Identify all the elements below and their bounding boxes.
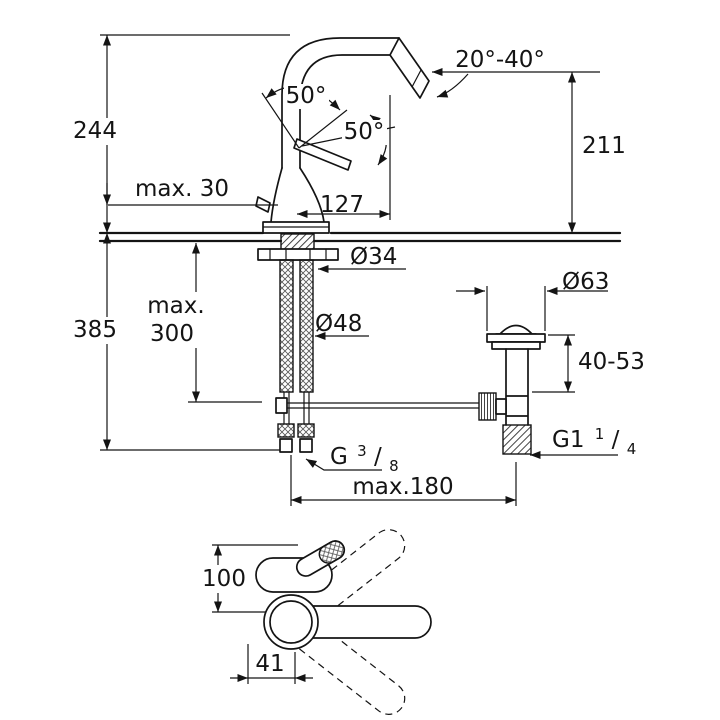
label-thread-g114: G1 1 / 4 bbox=[552, 419, 636, 458]
spout-aerator bbox=[389, 37, 430, 99]
label-244: 244 bbox=[73, 118, 117, 144]
label-100: 100 bbox=[202, 566, 246, 592]
label-41: 41 bbox=[255, 651, 284, 677]
label-max300-line2: 300 bbox=[150, 321, 194, 347]
label-max300-line1: max. bbox=[147, 293, 204, 319]
label-385: 385 bbox=[73, 317, 117, 343]
faucet-underdeck bbox=[257, 233, 479, 453]
lever-handle bbox=[293, 138, 352, 171]
dimension-labels: 244 20°-40° 50° 50° 211 max. 30 127 Ø34 … bbox=[73, 47, 645, 677]
waste-thread bbox=[502, 424, 532, 455]
dim-40-53 bbox=[532, 334, 575, 393]
label-50-right: 50° bbox=[344, 119, 385, 145]
adjust-knob bbox=[478, 392, 497, 421]
label-thread-g38: G 3 / 8 bbox=[330, 436, 399, 475]
label-211: 211 bbox=[582, 133, 626, 159]
label-50-left: 50° bbox=[286, 83, 327, 109]
lever-plan bbox=[295, 540, 346, 577]
rod-clamp bbox=[275, 397, 288, 414]
label-max180: max.180 bbox=[352, 474, 453, 500]
waste-assembly bbox=[478, 324, 546, 455]
label-20-40: 20°-40° bbox=[455, 47, 545, 73]
pop-up-rod bbox=[287, 402, 479, 409]
label-dia48: Ø48 bbox=[315, 311, 362, 337]
mounting-deck bbox=[98, 231, 622, 243]
dim-127 bbox=[297, 95, 391, 220]
dim-max30 bbox=[103, 183, 278, 206]
faucet-plan-view bbox=[255, 529, 432, 715]
label-dia63: Ø63 bbox=[562, 269, 609, 295]
leader-g38 bbox=[305, 458, 382, 471]
dim-dia63 bbox=[456, 286, 608, 331]
label-127: 127 bbox=[320, 192, 364, 218]
dim-41 bbox=[230, 644, 313, 684]
label-dia34: Ø34 bbox=[350, 244, 397, 270]
dim-max180 bbox=[290, 455, 517, 506]
label-40-53: 40-53 bbox=[578, 349, 645, 375]
dim-spout-tilt bbox=[432, 68, 600, 98]
label-max30: max. 30 bbox=[135, 176, 229, 202]
